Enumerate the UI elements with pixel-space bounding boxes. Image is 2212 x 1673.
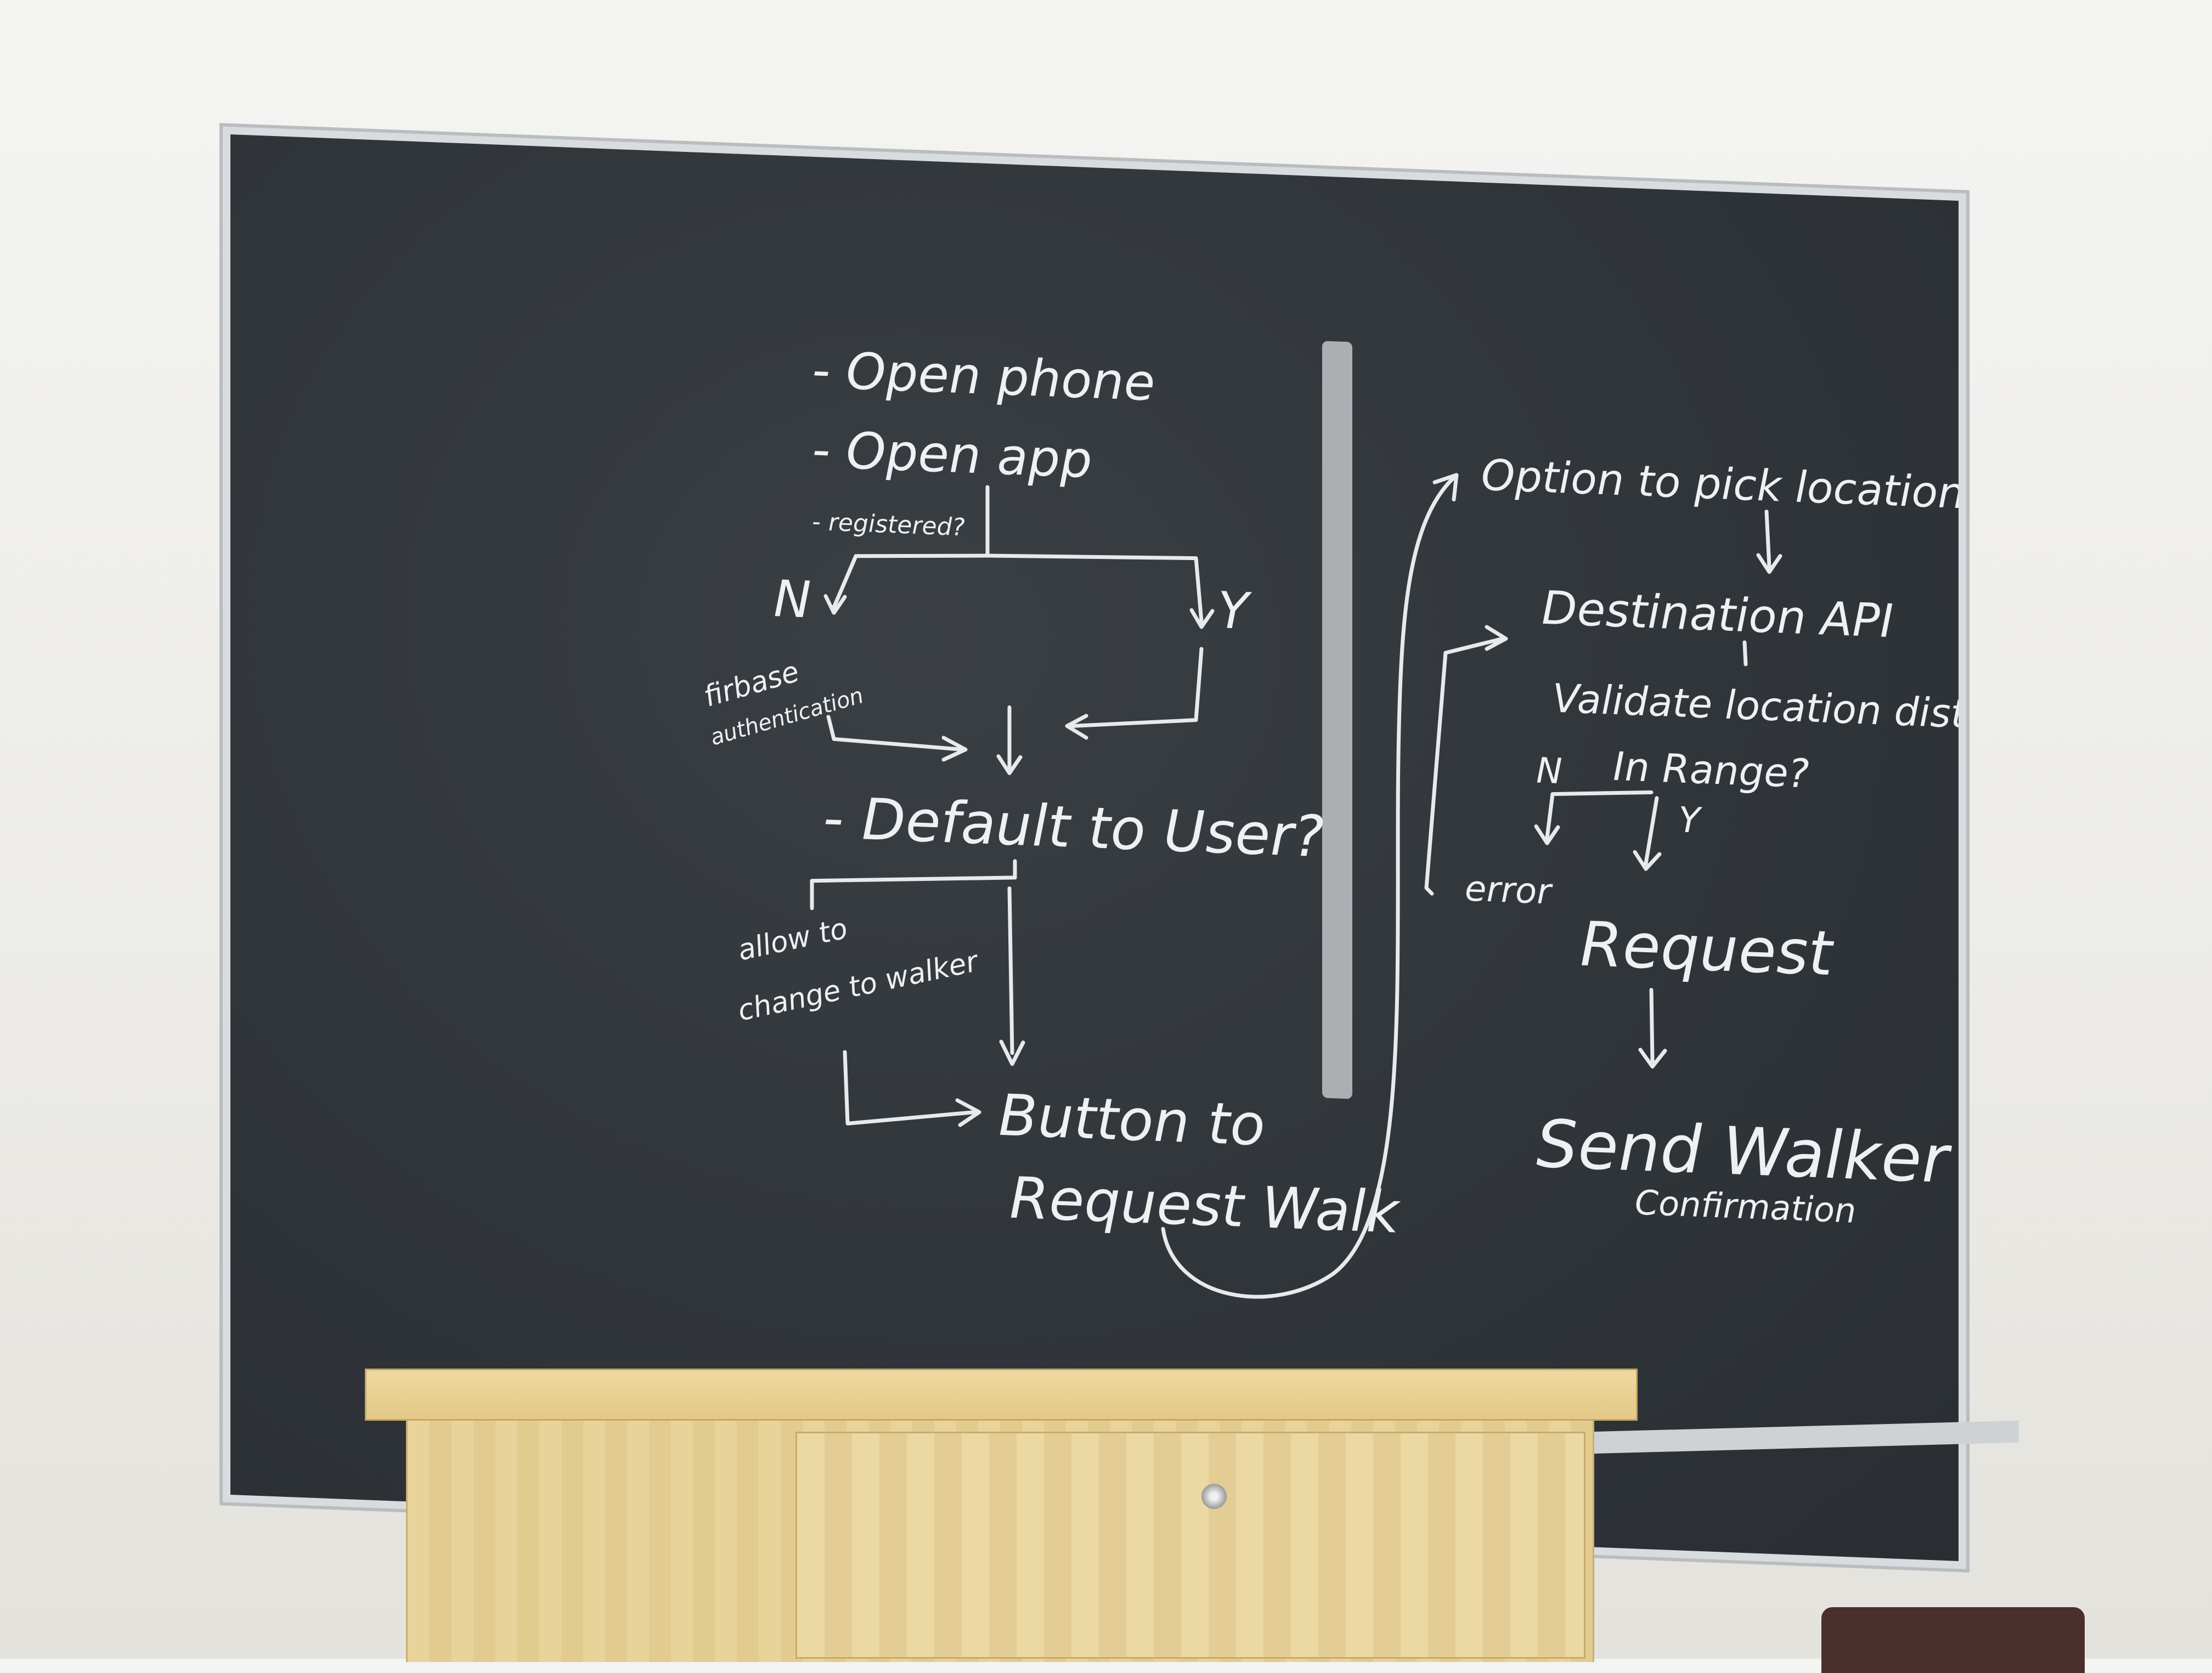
step-destination-api: Destination API <box>1542 581 1893 648</box>
arrowhead-api <box>1756 553 1782 574</box>
label-yes-right: Y <box>1679 800 1703 841</box>
label-allow-to: allow to <box>735 912 851 967</box>
arrowhead-option <box>1432 473 1459 502</box>
step-open-phone: - Open phone <box>812 341 1155 412</box>
arrowhead-yes-default <box>1065 714 1088 740</box>
chair-back <box>1821 1607 2085 1673</box>
chalk-diagram: - Open phone - Open app - registered? N … <box>699 341 1959 1299</box>
connector-option-to-api <box>1764 510 1771 569</box>
connector-yes-to-default <box>1068 647 1204 728</box>
arrowhead-button <box>999 1039 1025 1066</box>
chalk-divider-strip <box>1322 341 1352 1099</box>
connector-error-loop <box>1424 636 1505 896</box>
step-open-app: - Open app <box>812 420 1092 490</box>
connector-range-yes <box>1644 796 1659 866</box>
connector-default-to-button <box>1007 886 1014 1055</box>
connector-request-to-send <box>1649 987 1655 1064</box>
podium-cabinet-door <box>795 1432 1585 1659</box>
connector-branch-yes <box>985 553 1204 624</box>
connector-default-to-allow <box>810 859 1017 911</box>
step-default-to-user: - Default to User? <box>823 784 1324 871</box>
arrowhead-yes <box>1189 608 1215 629</box>
step-error: error <box>1465 868 1553 912</box>
arrowhead-no <box>823 594 847 615</box>
decision-registered: - registered? <box>812 508 965 542</box>
step-validate-location: Validate location dist <box>1553 675 1959 737</box>
label-no-right: N <box>1536 750 1562 792</box>
step-send-walker: Send Walker <box>1536 1106 1953 1198</box>
arrowhead-auth <box>941 736 968 762</box>
connector-range-no <box>1545 790 1654 840</box>
arrowhead-send <box>1638 1048 1667 1069</box>
step-request-walk: Request Walk <box>1009 1165 1401 1246</box>
lock-icon <box>1201 1484 1227 1509</box>
step-confirmation: Confirmation <box>1635 1182 1856 1230</box>
connector-api-to-validate <box>1742 640 1748 666</box>
step-button-to: Button to <box>998 1082 1265 1159</box>
decision-in-range: In Range? <box>1613 743 1809 797</box>
connector-auth-to-default <box>826 715 962 751</box>
label-no-left: N <box>774 569 811 630</box>
podium-top <box>365 1369 1638 1421</box>
step-request: Request <box>1580 909 1835 990</box>
arrowhead-loop <box>1485 625 1508 651</box>
connector-allow-to-button <box>843 1050 979 1126</box>
connector-walk-to-option <box>1161 476 1456 1299</box>
arrowhead-range-yes <box>1633 850 1662 871</box>
connector-branch-no <box>832 553 990 609</box>
arrowhead-allow <box>955 1098 981 1127</box>
chalkboard: - Open phone - Open app - registered? N … <box>230 134 1959 1562</box>
label-yes-left: Y <box>1218 581 1252 641</box>
arrowhead-range-no <box>1534 824 1560 845</box>
step-option-pick-location: Option to pick location <box>1481 451 1959 519</box>
arrowhead-default <box>996 754 1023 776</box>
